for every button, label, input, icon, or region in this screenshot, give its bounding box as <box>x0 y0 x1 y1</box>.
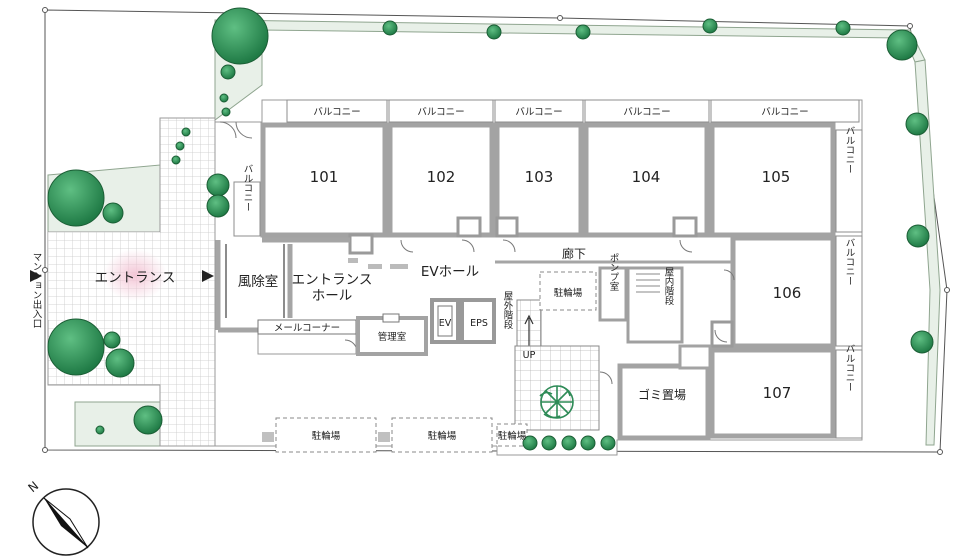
eps-room <box>460 298 496 344</box>
elevator-car <box>437 305 453 337</box>
balcony-label-105-side: バルコニー <box>844 126 856 174</box>
mansion-entrance-label: マンション出入口 <box>31 252 43 328</box>
courtyard-tree <box>539 385 574 419</box>
pump-room-label: ポンプ室 <box>608 253 620 291</box>
ev-hall-marks <box>348 258 408 269</box>
unit-106 <box>730 235 836 349</box>
indoor-stairs <box>626 266 684 344</box>
unit-105-number: 105 <box>762 168 791 186</box>
unit-107 <box>709 347 836 439</box>
balcony-label-102: バルコニー <box>417 107 464 118</box>
units <box>260 122 836 439</box>
elevator <box>430 298 460 344</box>
entrance-walls <box>215 237 350 333</box>
unit-104 <box>583 122 710 238</box>
bicycle-parking-mid-label: 駐輪場 <box>554 287 583 299</box>
unit-104-number: 104 <box>632 168 661 186</box>
site-boundary-markers <box>42 7 950 455</box>
balcony-label-small: バルコニー <box>242 164 254 212</box>
balcony-label-104: バルコニー <box>623 107 670 118</box>
bike-posts <box>262 432 390 442</box>
unit-105 <box>709 122 836 238</box>
trees <box>47 7 934 451</box>
north-compass <box>32 488 100 556</box>
balconies-top <box>286 99 860 123</box>
entrance-label: エントランス <box>95 270 176 286</box>
up-arrow <box>524 314 534 350</box>
balcony-label-105: バルコニー <box>761 107 808 118</box>
bicycle-parking-2-label: 駐輪場 <box>428 430 457 442</box>
bicycle-parking-2 <box>391 417 493 453</box>
management-window <box>382 313 400 323</box>
management-room <box>356 316 428 356</box>
entrance-glass <box>225 244 285 318</box>
unit-107-number: 107 <box>763 384 792 402</box>
indoor-stairs-label: 屋内階段 <box>663 267 675 306</box>
hedge-right <box>914 59 941 446</box>
mail-corner-label: メールコーナー <box>274 323 340 334</box>
balcony-label-101: バルコニー <box>313 107 360 118</box>
entrance-hall-label-2: ホール <box>312 288 353 304</box>
unit-103-number: 103 <box>525 168 554 186</box>
bicycle-parking-3 <box>496 423 528 447</box>
bicycle-parking-3-label: 駐輪場 <box>498 430 527 442</box>
tree-large-left-bottom <box>47 318 105 376</box>
balconies-right <box>835 129 863 439</box>
bicycle-parking-1-label: 駐輪場 <box>312 430 341 442</box>
management-label: 管理室 <box>378 331 407 343</box>
garbage-vestibule <box>678 344 712 370</box>
outdoor-stairs-label: 屋外階段 <box>502 291 514 330</box>
tree-large-top <box>211 7 269 65</box>
tree-large-left-top <box>47 169 105 227</box>
balcony-small <box>233 181 261 237</box>
indoor-stairs-steps <box>636 273 660 293</box>
corridor-label: 廊下 <box>562 246 586 261</box>
balcony-label-103: バルコニー <box>515 107 562 118</box>
north-label: N <box>25 479 41 495</box>
entrance-hall-label-1: エントランス <box>292 272 373 288</box>
up-label: UP <box>523 350 536 361</box>
entry-arrow-1 <box>202 270 214 282</box>
unit-102-number: 102 <box>427 168 456 186</box>
highlight-entrance <box>103 249 167 301</box>
windbreak-label: 風除室 <box>238 273 279 290</box>
garbage-label: ゴミ置場 <box>638 387 686 402</box>
bicycle-parking-1 <box>275 417 377 453</box>
unit-entries <box>348 216 734 348</box>
unit-106-number: 106 <box>773 284 802 302</box>
entry-arrow-2 <box>30 270 42 282</box>
bicycle-parking-mid <box>539 271 597 311</box>
ev-hall-label: EVホール <box>421 264 479 280</box>
garbage-room <box>617 363 711 441</box>
balcony-label-106: バルコニー <box>844 238 856 286</box>
eps-label: EPS <box>470 318 488 329</box>
pump-room <box>598 266 628 322</box>
balcony-label-107: バルコニー <box>844 344 856 392</box>
unit-101-number: 101 <box>310 168 339 186</box>
ev-label: EV <box>439 318 452 329</box>
unit-101 <box>260 122 388 238</box>
